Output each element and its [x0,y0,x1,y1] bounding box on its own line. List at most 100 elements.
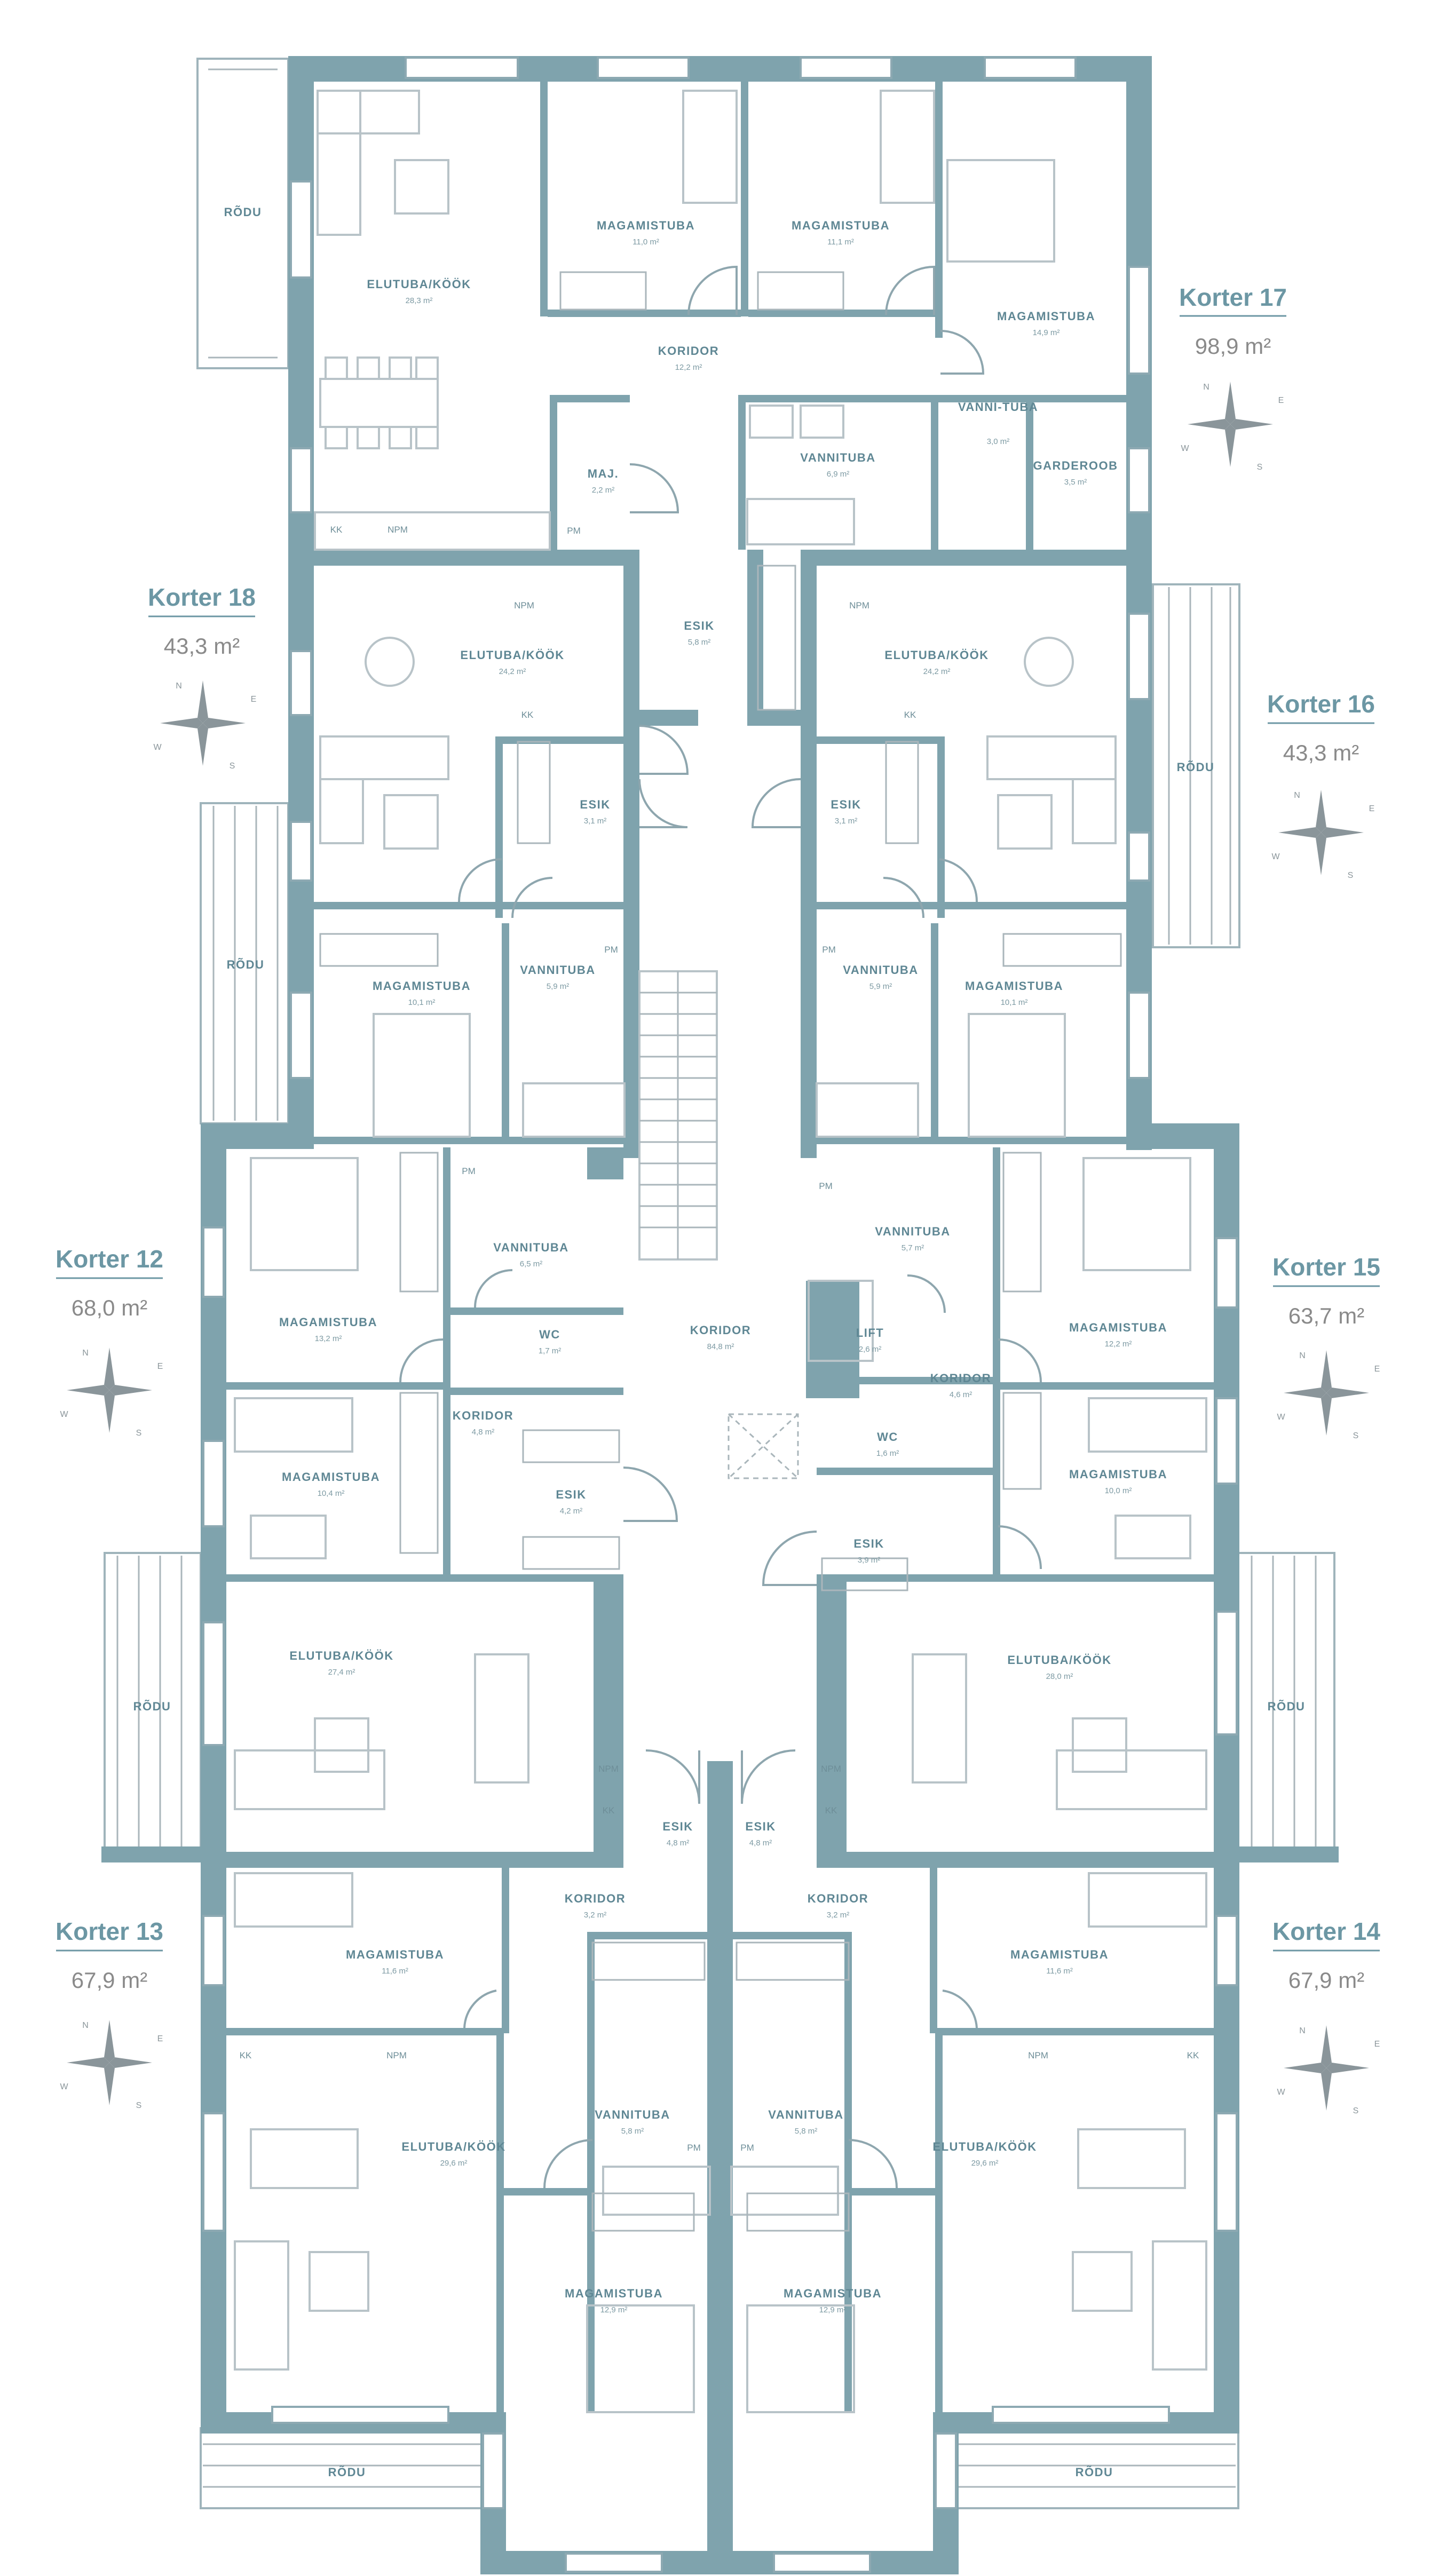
compass-w: W [1181,444,1189,453]
room-name: KORIDOR [453,1409,513,1422]
compass-n: N [1294,791,1300,800]
compass-icon: N E S W [1271,790,1374,880]
apartment-area: 68,0 m² [72,1295,147,1320]
compass-e: E [251,695,257,704]
compass-icon: N E S W [153,680,256,771]
apartment-label-k13: Korter 13 67,9 m² [56,1917,163,1993]
furniture [234,90,1207,2413]
compass-e: E [1278,396,1284,405]
skylight [728,1413,799,1479]
room-name: ELUTUBA/KÖÖK [1007,1653,1111,1667]
room-area: 3,5 m² [1064,478,1087,487]
room-label: WC 1,7 m² [539,1328,562,1356]
tag-pm: PM [819,1181,833,1191]
room-area: 5,8 m² [795,2127,818,2136]
room-label: KORIDOR 3,2 m² [565,1892,626,1920]
tag-pm: PM [687,2143,701,2153]
apartment-area: 67,9 m² [1288,1968,1364,1993]
compass-s: S [1257,463,1263,472]
apartment-name: Korter 16 [1267,690,1375,718]
room-name: KORIDOR [565,1892,626,1905]
compass-icon: N E S W [1277,2025,1380,2115]
compass-s: S [1348,871,1354,880]
apartment-name: Korter 18 [148,583,256,611]
room-name: MAGAMISTUBA [597,219,695,232]
room-name: VANNITUBA [768,2108,843,2121]
room-name: VANNITUBA [520,963,595,977]
apartment-name: Korter 12 [56,1245,163,1273]
room-area: 10,0 m² [1105,1486,1132,1495]
compass-w: W [1271,852,1280,861]
compass-s: S [1353,2106,1359,2115]
room-name: MAGAMISTUBA [279,1315,377,1329]
room-area: 11,6 m² [1046,1967,1073,1976]
compass-n: N [82,1349,89,1358]
tag-kk: KK [825,1805,837,1816]
room-area: 28,0 m² [1046,1672,1073,1681]
room-name: ESIK [684,619,714,632]
apartment-area: 63,7 m² [1288,1303,1364,1328]
room-area: 3,1 m² [584,817,607,826]
room-name: KORIDOR [658,344,719,358]
compass-w: W [153,743,162,752]
room-name: MAGAMISTUBA [1069,1468,1167,1481]
doors [399,265,1042,2189]
room-area: 12,2 m² [1105,1339,1132,1349]
tag-npm: NPM [598,1764,619,1774]
balcony-label: RÕDU [1177,760,1215,774]
room-area: 10,4 m² [318,1489,345,1498]
apartment-label-k12: Korter 12 68,0 m² [56,1245,163,1320]
room-name: ELUTUBA/KÖÖK [932,2140,1037,2153]
room-name: WC [877,1430,898,1444]
room-area: 2,6 m² [859,1345,882,1354]
balcony-k15 [1237,1552,1335,1853]
room-name: ELUTUBA/KÖÖK [884,648,989,662]
room-name: ELUTUBA/KÖÖK [289,1649,393,1662]
room-area: 3,2 m² [827,1911,850,1920]
room-name: ELUTUBA/KÖÖK [367,278,471,291]
room-name: WC [539,1328,560,1341]
wardrobes [319,271,1122,2232]
room-area: 1,7 m² [539,1346,562,1356]
compass-e: E [157,1362,163,1371]
balcony-label: RÕDU [1268,1700,1306,1713]
compass-n: N [1299,1351,1306,1360]
windows [202,57,1238,2573]
compass-e: E [1374,2040,1380,2049]
tag-npm: NPM [849,600,869,611]
compass-n: N [82,2021,89,2030]
compass-n: N [1203,383,1209,392]
balcony-label: RÕDU [328,2466,366,2479]
room-name: MAGAMISTUBA [565,2287,663,2300]
tag-pm: PM [567,526,581,536]
compass-e: E [157,2034,163,2043]
room-name: ELUTUBA/KÖÖK [460,648,564,662]
room-name: MAGAMISTUBA [1010,1948,1109,1961]
room-name: VANNITUBA [595,2108,670,2121]
room-name: MAGAMISTUBA [792,219,890,232]
balcony-label: RÕDU [227,958,265,971]
compass-w: W [1277,2088,1285,2097]
apartment-labels: Korter 17 98,9 m² Korter 18 43,3 m² Kort… [56,283,1380,1993]
room-area: 3,2 m² [584,1911,607,1920]
room-area: 84,8 m² [707,1342,734,1351]
room-area: 11,6 m² [382,1967,408,1976]
room-area: 2,2 m² [592,486,615,495]
room-area: 4,8 m² [749,1838,772,1848]
apartment-label-k18: Korter 18 43,3 m² [148,583,256,659]
balcony-k18 [200,802,289,1124]
